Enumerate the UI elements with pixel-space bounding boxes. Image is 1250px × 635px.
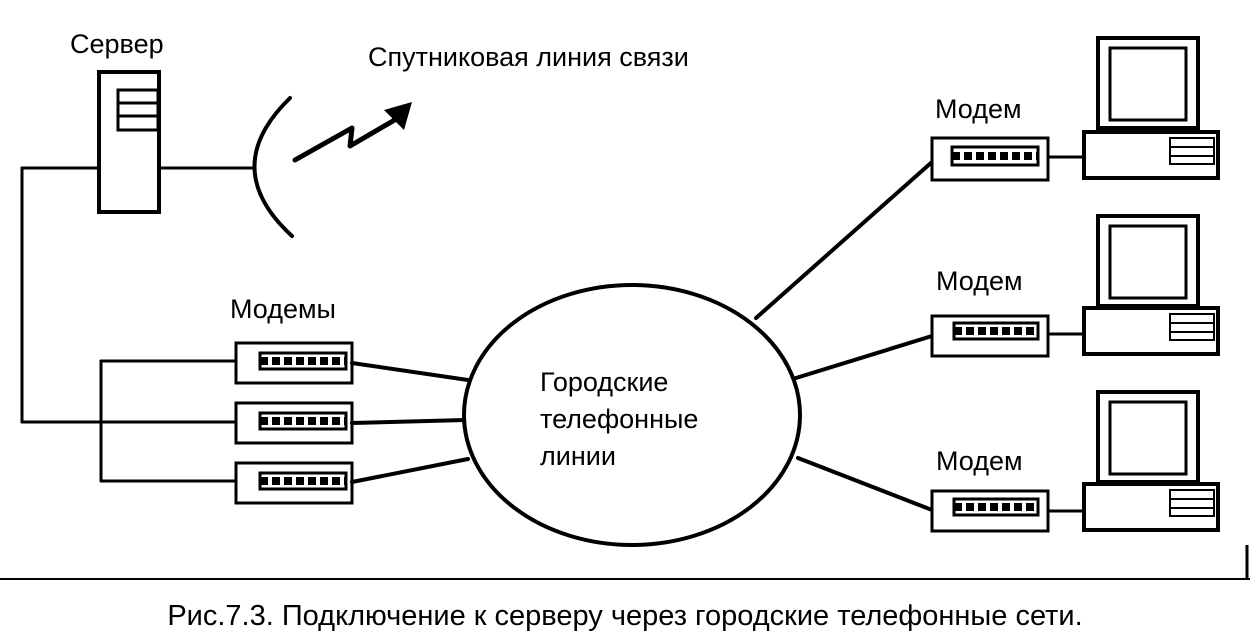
satellite-dish-icon <box>252 96 294 238</box>
telephone-network-ellipse <box>462 283 802 547</box>
satellite-link-label: Спутниковая линия связи <box>368 42 689 72</box>
client-computer-icon-1 <box>1082 36 1220 180</box>
client-computer-icon-2 <box>1082 214 1220 356</box>
client-modem-label-3: Модем <box>936 446 1023 476</box>
network-client-lines <box>754 160 934 512</box>
network-label-line3: линии <box>540 441 616 471</box>
network-label-line1: Городские <box>540 367 668 397</box>
satellite-signal-arrow-icon <box>292 102 412 163</box>
figure-caption: Рис.7.3. Подключение к серверу через гор… <box>167 600 1082 632</box>
modem-computer-lines <box>1046 155 1086 513</box>
server-modem-2 <box>234 401 354 445</box>
network-label-line2: телефонные <box>540 404 698 434</box>
client-modem-label-2: Модем <box>936 266 1023 296</box>
client-modem-label-1: Модем <box>935 94 1022 124</box>
client-computer-icon-3 <box>1082 390 1220 532</box>
server-modem-1 <box>234 341 354 385</box>
server-modem-wiring <box>20 166 238 483</box>
server-label: Сервер <box>70 29 164 59</box>
modems-label: Модемы <box>230 294 336 324</box>
server-icon <box>97 70 161 214</box>
client-modem-3 <box>930 489 1050 533</box>
modems-network-lines <box>350 361 470 484</box>
server-modem-3 <box>234 461 354 505</box>
client-modem-1 <box>930 136 1050 182</box>
client-modem-2 <box>930 314 1050 358</box>
